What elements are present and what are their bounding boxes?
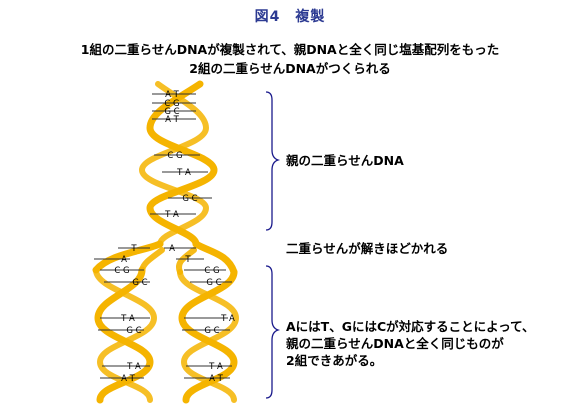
base-pair-label: T A xyxy=(120,314,135,324)
parent-strand-back xyxy=(138,81,210,247)
parent-bracket xyxy=(265,91,281,231)
left-child-strand-front xyxy=(94,266,154,404)
base-pair-label: G C xyxy=(132,278,147,288)
base-pair-rungs xyxy=(94,93,232,379)
figure-caption: 1組の二重らせんDNAが複製されて、親DNAと全く同じ塩基配列をもった 2組の二… xyxy=(0,40,580,78)
parent-strand-front xyxy=(146,80,218,248)
free-base-label: T xyxy=(184,255,191,265)
parent-helix xyxy=(138,80,218,248)
base-pair-label: T A xyxy=(164,210,179,220)
right-child-helix xyxy=(177,268,240,404)
base-pair-label: T A xyxy=(176,168,191,178)
fork-right-outer-strand xyxy=(192,240,238,276)
fork-left-outer-strand xyxy=(92,240,164,274)
base-pair-label: G C xyxy=(182,194,197,204)
base-pair-label: T A xyxy=(126,362,141,372)
pairing-line-3: 2組できあがる。 xyxy=(286,353,383,368)
base-pair-label: G C xyxy=(206,278,221,288)
right-brackets xyxy=(265,91,281,399)
base-pair-label: T A xyxy=(220,314,235,324)
pairing-line-2: 親の二重らせんDNAと全く同じものが xyxy=(286,336,504,351)
left-child-helix xyxy=(93,266,158,404)
base-pair-label: G C xyxy=(164,107,179,117)
base-pair-label: C G xyxy=(204,266,219,276)
base-pair-label: C G xyxy=(114,266,129,276)
caption-line-1: 1組の二重らせんDNAが複製されて、親DNAと全く同じ塩基配列をもった xyxy=(80,42,500,57)
caption-line-2: 2組の二重らせんDNAがつくられる xyxy=(189,61,391,76)
base-pair-label: C G xyxy=(164,99,179,109)
free-base-label: T xyxy=(130,244,137,254)
free-base-label: A xyxy=(121,255,127,265)
base-pair-label: G C xyxy=(126,326,141,336)
figure-title: 図4 複製 xyxy=(254,9,326,25)
base-pair-label: A T xyxy=(209,374,224,384)
right-child-strand-front xyxy=(178,268,238,404)
pairing-explanation: AにはT、GにはCが対応することによって、 親の二重らせんDNAと全く同じものが… xyxy=(286,318,535,369)
parent-dna-label: 親の二重らせんDNA xyxy=(286,153,404,168)
fork-left-inner-strand xyxy=(139,247,165,273)
base-pair-label: T A xyxy=(208,362,223,372)
unwinding-label: 二重らせんが解きほどかれる xyxy=(286,241,449,256)
pairing-line-1: AにはT、GにはCが対応することによって、 xyxy=(286,319,535,334)
base-pair-label: A T xyxy=(165,90,180,100)
base-pair-label: G C xyxy=(204,326,219,336)
children-bracket xyxy=(265,265,281,399)
base-pair-label: C G xyxy=(167,151,182,161)
base-pair-label: A T xyxy=(165,115,180,125)
free-base-label: A xyxy=(169,244,175,254)
base-pair-label: A T xyxy=(121,374,136,384)
